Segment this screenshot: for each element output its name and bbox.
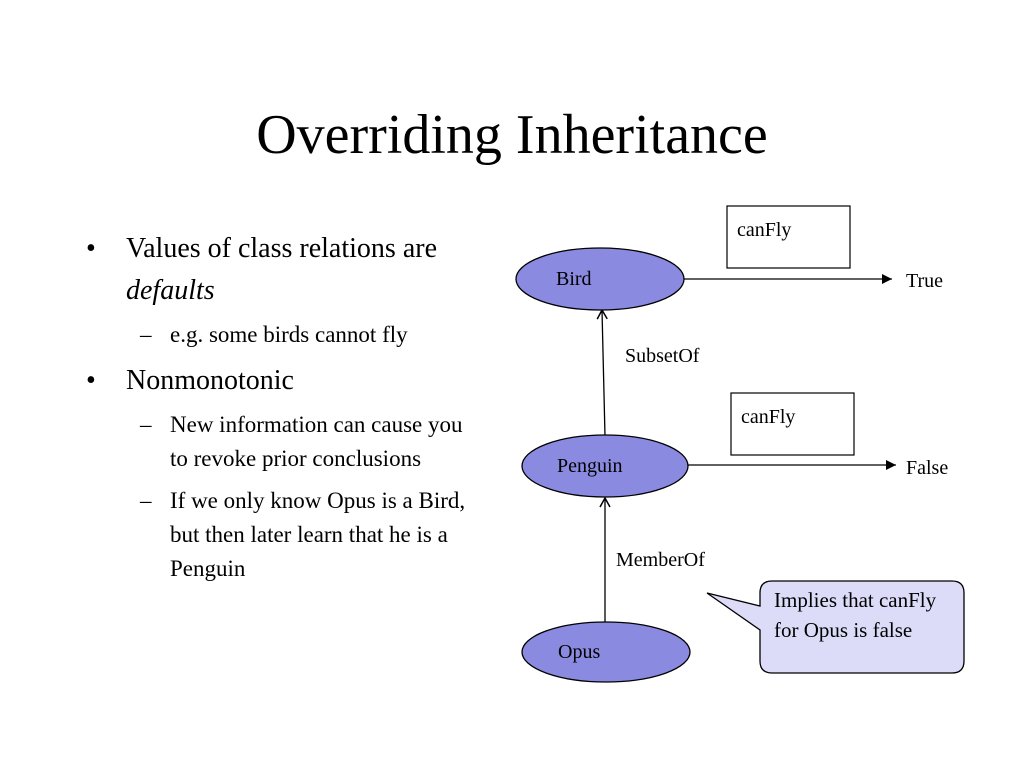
bullet-text: Nonmonotonic [126,365,294,396]
penguin-slot-box [730,392,855,456]
bullet-item: • Nonmonotonic [86,360,486,402]
sub-bullet-item: – New information can cause you to revok… [86,408,486,476]
sub-bullet-item: – If we only know Opus is a Bird, but th… [86,484,486,586]
node-penguin [521,434,689,498]
node-penguin-label: Penguin [557,455,623,477]
subsetof-label: SubsetOf [625,345,700,367]
sub-bullet-text: e.g. some birds cannot fly [170,322,408,347]
bullet-dot: • [86,233,96,264]
bullet-dot: • [86,365,96,396]
bullet-text: Values of class relations are [126,233,437,264]
bullet-list: • Values of class relations are defaults… [86,228,486,594]
sub-bullet-dash: – [140,412,152,437]
subsetof-arrow [596,308,608,437]
penguin-canfly-value: False [906,457,948,479]
bird-slot-box [726,205,851,269]
callout-bubble [706,580,965,674]
node-opus-label: Opus [558,641,600,663]
bullet-item: • Values of class relations are defaults [86,228,486,312]
bird-slot-name: canFly [737,219,791,241]
sub-bullet-dash: – [140,488,152,513]
bullet-italic-text: defaults [126,275,215,306]
node-opus [521,621,691,683]
callout-text: Implies that canFly for Opus is false [774,588,937,642]
node-bird-label: Bird [556,268,592,290]
memberof-label: MemberOf [616,549,705,571]
bird-canfly-value: True [906,270,943,292]
node-bird [515,247,685,311]
sub-bullet-text: New information can cause you to revoke … [170,412,463,471]
slide-title: Overriding Inheritance [256,104,768,166]
penguin-slot-name: canFly [741,406,795,428]
sub-bullet-text: If we only know Opus is a Bird, but then… [170,488,466,581]
sub-bullet-item: – e.g. some birds cannot fly [86,318,486,352]
sub-bullet-dash: – [140,322,152,347]
